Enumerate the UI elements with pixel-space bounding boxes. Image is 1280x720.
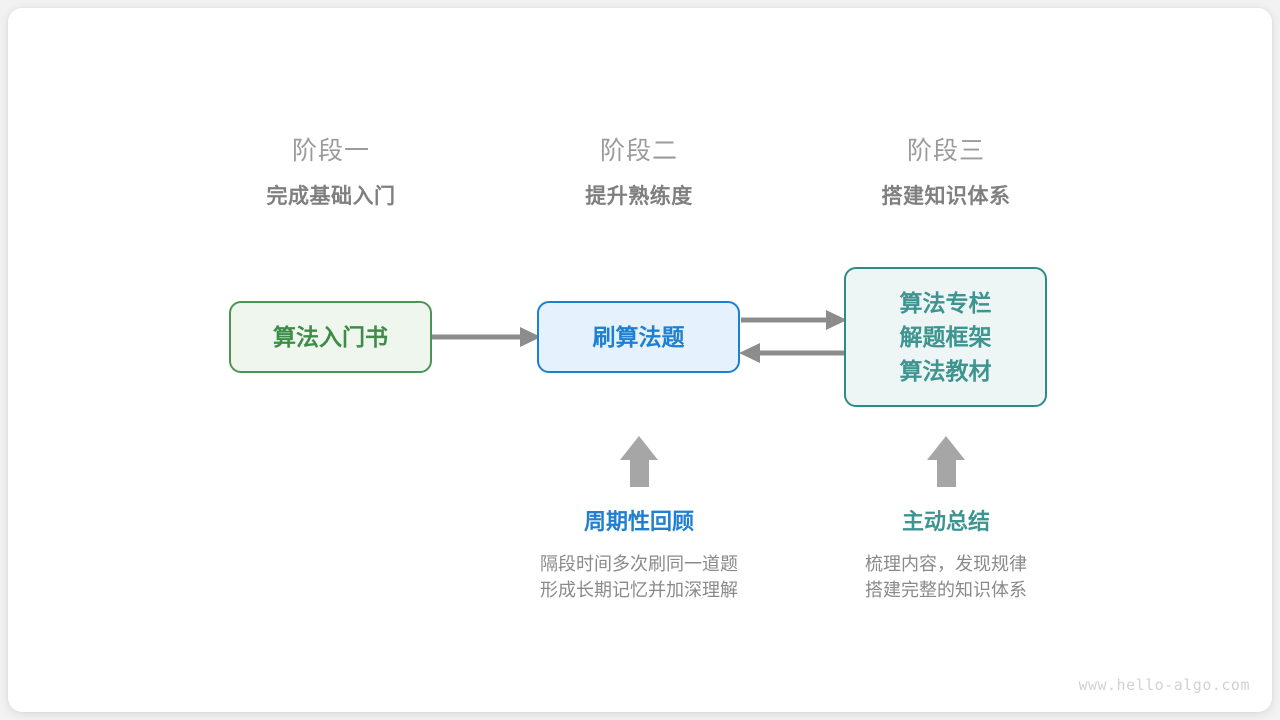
diagram-canvas: 阶段一 完成基础入门 阶段二 提升熟练度 阶段三 搭建知识体系 算法入门书 刷算… [8,8,1272,712]
phase-title: 完成基础入门 [266,185,396,208]
phase-kicker: 阶段三 [906,137,985,165]
annotation-description: 梳理内容，发现规律 搭建完整的知识体系 [786,551,1106,603]
annotation-description: 隔段时间多次刷同一道题 形成长期记忆并加深理解 [479,551,799,603]
annotation-active-summary: 主动总结 梳理内容，发现规律 搭建完整的知识体系 [786,507,1106,603]
node-algorithm-intro-book[interactable]: 算法入门书 [229,301,432,373]
node-label: 刷算法题 [592,324,685,350]
node-label: 算法教材 [899,358,992,384]
phase-kicker: 阶段一 [291,137,370,165]
annotation-periodic-review: 周期性回顾 隔段时间多次刷同一道题 形成长期记忆并加深理解 [479,507,799,603]
phase-title: 搭建知识体系 [881,185,1011,208]
arrow-review-up [620,436,658,487]
arrow-summary-up [927,436,965,487]
node-label: 算法专栏 [899,290,992,316]
annotation-title: 主动总结 [901,509,990,534]
watermark: www.hello-algo.com [1078,676,1250,694]
arrow-practice-to-resources [741,310,847,330]
node-learning-resources[interactable]: 算法专栏 解题框架 算法教材 [844,267,1047,407]
diagram-card: 阶段一 完成基础入门 阶段二 提升熟练度 阶段三 搭建知识体系 算法入门书 刷算… [8,8,1272,712]
phase-kicker: 阶段二 [599,137,678,165]
arrow-resources-to-practice [739,343,844,363]
node-label: 解题框架 [899,324,992,350]
phase-title: 提升熟练度 [585,185,693,208]
arrow-book-to-practice [432,327,541,347]
node-label: 算法入门书 [273,324,388,350]
annotation-desc-line: 搭建完整的知识体系 [865,580,1027,600]
annotation-desc-line: 隔段时间多次刷同一道题 [540,554,738,574]
phase-header-2: 阶段二 提升熟练度 [499,134,779,212]
phase-header-1: 阶段一 完成基础入门 [191,134,471,212]
annotation-desc-line: 梳理内容，发现规律 [865,554,1027,574]
phase-header-3: 阶段三 搭建知识体系 [806,134,1086,212]
node-practice-problems[interactable]: 刷算法题 [537,301,740,373]
annotation-title: 周期性回顾 [583,509,694,534]
annotation-desc-line: 形成长期记忆并加深理解 [540,580,738,600]
